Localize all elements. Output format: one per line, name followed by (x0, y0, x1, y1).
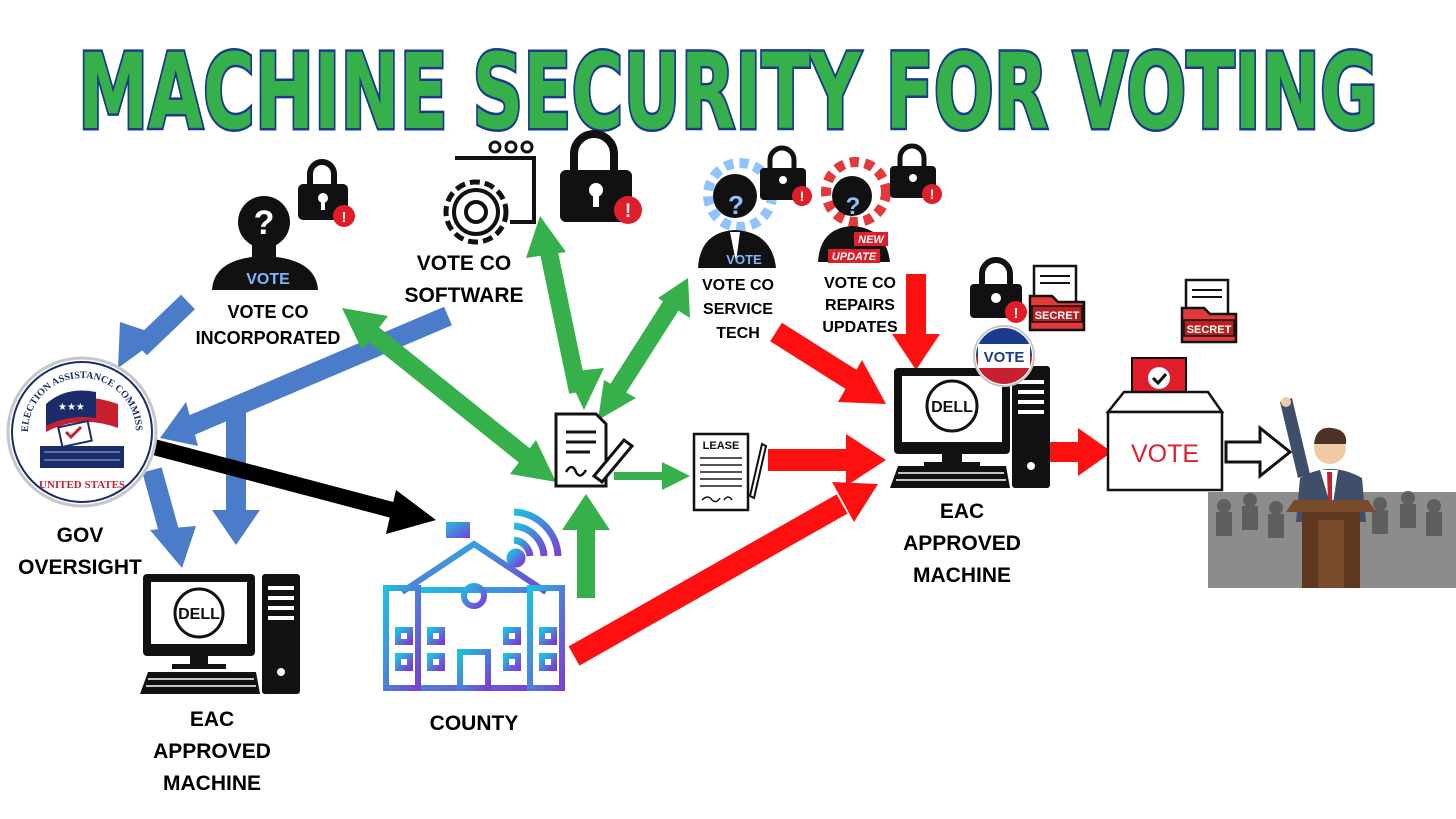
arrow-contract-to-incorporated (342, 308, 556, 482)
svg-text:!: ! (625, 201, 631, 222)
vote-co-incorporated-label-2: INCORPORATED (196, 328, 341, 348)
arrow-tech-to-machine (770, 322, 886, 404)
update-badge-text: UPDATE (832, 251, 877, 263)
lease-document-icon: LEASE (692, 432, 768, 512)
arrow-contract-to-tech (598, 278, 690, 420)
vote-co-software-label-2: SOFTWARE (405, 284, 524, 307)
vote-co-repairs-label-2: REPAIRS (825, 297, 895, 314)
page-title: MACHINE SECURITY FOR VOTING (78, 31, 1378, 153)
person-silhouette-icon: ? VOTE (212, 196, 318, 290)
padlock-icon: ! (298, 159, 355, 227)
eac-machine-left-label-1: EAC (190, 708, 234, 731)
svg-text:!: ! (342, 209, 347, 226)
arrow-county-to-machine (568, 482, 878, 666)
vote-badge: VOTE (246, 271, 290, 288)
svg-text:?: ? (728, 190, 744, 220)
eac-seal-ring-bottom: UNITED STATES (39, 479, 125, 491)
svg-text:!: ! (800, 188, 805, 204)
eac-machine-right-label-1: EAC (940, 500, 984, 523)
eac-approved-machine-left: DELL EAC APPROVED MACHINE (140, 574, 300, 795)
dell-logo: DELL (178, 606, 220, 623)
arrow-eac-to-county (147, 438, 436, 534)
technician-gear-icon: ? NEW UPDATE (818, 157, 891, 263)
padlock-icon: ! (760, 145, 812, 206)
svg-text:!: ! (930, 186, 935, 202)
eac-machine-left-label-3: MACHINE (163, 772, 261, 795)
eac-machine-right-label-3: MACHINE (913, 564, 1011, 587)
gov-oversight-label-2: OVERSIGHT (18, 556, 142, 579)
svg-text:?: ? (846, 193, 861, 220)
arrow-eac-to-machine-b (212, 408, 260, 545)
padlock-icon: ! (890, 143, 942, 204)
vote-co-service-tech-label-1: VOTE CO (702, 277, 774, 294)
vote-sticker-text: VOTE (984, 349, 1025, 366)
new-badge-text: NEW (858, 234, 885, 246)
new-badge (854, 232, 888, 246)
desktop-computer-icon: DELL (890, 366, 1050, 488)
arrow-county-to-contract (562, 494, 610, 598)
arrow-repairs-to-machine (892, 274, 940, 370)
arrow-lease-to-machine (768, 434, 886, 486)
svg-text:!: ! (1014, 305, 1019, 322)
secret-document-icon: SECRET (1180, 278, 1238, 344)
svg-text:★★★: ★★★ (58, 402, 85, 413)
eac-machine-right-label-2: APPROVED (903, 532, 1021, 555)
arrow-incorporated-to-eac (118, 294, 195, 368)
vote-co-repairs-node: ? NEW UPDATE ! VOTE CO REPAIRS UPDATES (818, 143, 942, 336)
county-building-icon (380, 522, 568, 693)
vote-co-repairs-label-1: VOTE CO (824, 275, 896, 292)
ballot-box-label: VOTE (1131, 440, 1199, 468)
arrow-contract-to-software (526, 216, 604, 410)
vote-co-incorporated-node: ? VOTE ! VOTE CO INCORPORATED (196, 159, 355, 348)
ballot-box-icon: VOTE (1105, 357, 1225, 492)
dell-logo: DELL (931, 399, 973, 416)
secret-folder-icon: SECRET (1028, 264, 1086, 332)
arrow-contract-to-lease (614, 462, 690, 490)
lease-label: LEASE (703, 440, 740, 452)
crowd-politician-scene (1208, 397, 1456, 588)
secret-document-label: SECRET (1187, 324, 1232, 336)
wifi-signal-icon (506, 508, 562, 568)
vote-co-service-tech-node: ? VOTE ! VOTE CO SERVICE TECH (698, 145, 812, 342)
county-node: COUNTY (380, 508, 568, 735)
update-badge (828, 249, 880, 263)
secret-folder-label: SECRET (1035, 310, 1080, 322)
vote-co-software-label-1: VOTE CO (417, 252, 512, 275)
arrow-eac-to-machine-a (142, 467, 196, 568)
contract-signing-icon (554, 412, 635, 488)
svg-text:?: ? (254, 204, 275, 242)
county-label: COUNTY (430, 712, 519, 735)
gov-oversight-label-1: GOV (57, 524, 104, 547)
vote-sticker-badge: VOTE (973, 325, 1035, 387)
gear-window-icon (443, 140, 536, 245)
vote-co-service-tech-label-2: SERVICE (703, 301, 773, 318)
vote-co-repairs-label-3: UPDATES (822, 319, 898, 336)
vote-badge: VOTE (726, 252, 762, 267)
vote-co-software-node: ! VOTE CO SOFTWARE (405, 130, 642, 307)
eac-machine-left-label-2: APPROVED (153, 740, 271, 763)
arrow-machine-to-ballot (1050, 428, 1112, 476)
desktop-computer-icon: DELL (140, 574, 300, 694)
padlock-icon: ! (970, 257, 1027, 323)
vote-co-service-tech-label-3: TECH (716, 325, 760, 342)
padlock-icon: ! (560, 130, 642, 224)
eac-approved-machine-right: DELL VOTE EAC APPROVED MACHINE (890, 325, 1050, 587)
vote-co-incorporated-label-1: VOTE CO (227, 302, 308, 322)
podium-icon (1286, 500, 1376, 588)
outline-arrow-icon (1224, 424, 1293, 480)
